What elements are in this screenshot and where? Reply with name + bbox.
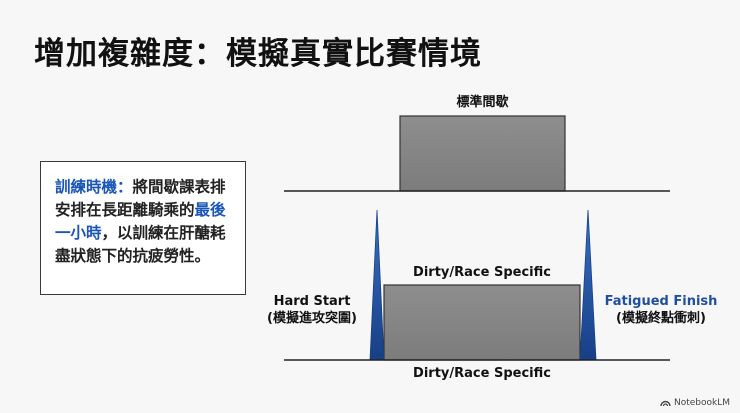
notebooklm-brand: NotebookLM [660, 398, 730, 408]
race-specific-block-label: Dirty/Race Specific [413, 265, 551, 280]
callout-lead: 訓練時機： [55, 178, 133, 196]
fatigued-finish-label-group: Fatigued Finish (模擬終點衝刺) [600, 293, 722, 327]
race-specific-bottom-label: Dirty/Race Specific [413, 366, 551, 381]
callout-text-1: 將間歇課表排安排在長距離騎乘的 [55, 178, 226, 219]
hard-start-sublabel: (模擬進攻突圍) [267, 311, 357, 326]
hard-start-label: Hard Start [273, 294, 351, 309]
fatigued-finish-label: Fatigued Finish [604, 294, 718, 309]
callout-text-2: ，以訓練在肝醣耗盡狀態下的抗疲勞性。 [55, 224, 226, 265]
hard-start-spike [369, 209, 385, 361]
hard-start-label-group: Hard Start (模擬進攻突圍) [258, 293, 366, 327]
standard-interval-block [399, 115, 566, 192]
fatigued-finish-sublabel: (模擬終點衝刺) [616, 311, 706, 326]
brand-name: NotebookLM [673, 398, 730, 408]
fatigued-finish-spike [579, 209, 597, 361]
training-timing-callout: 訓練時機：將間歇課表排安排在長距離騎乘的最後一小時，以訓練在肝醣耗盡狀態下的抗疲… [40, 161, 246, 295]
race-specific-block [383, 284, 581, 361]
page-title: 增加複雜度：模擬真實比賽情境 [34, 36, 482, 72]
callout-emphasis: 最後一小時 [55, 201, 226, 242]
notebooklm-logo-icon [660, 400, 671, 407]
standard-interval-label: 標準間歇 [456, 95, 509, 110]
